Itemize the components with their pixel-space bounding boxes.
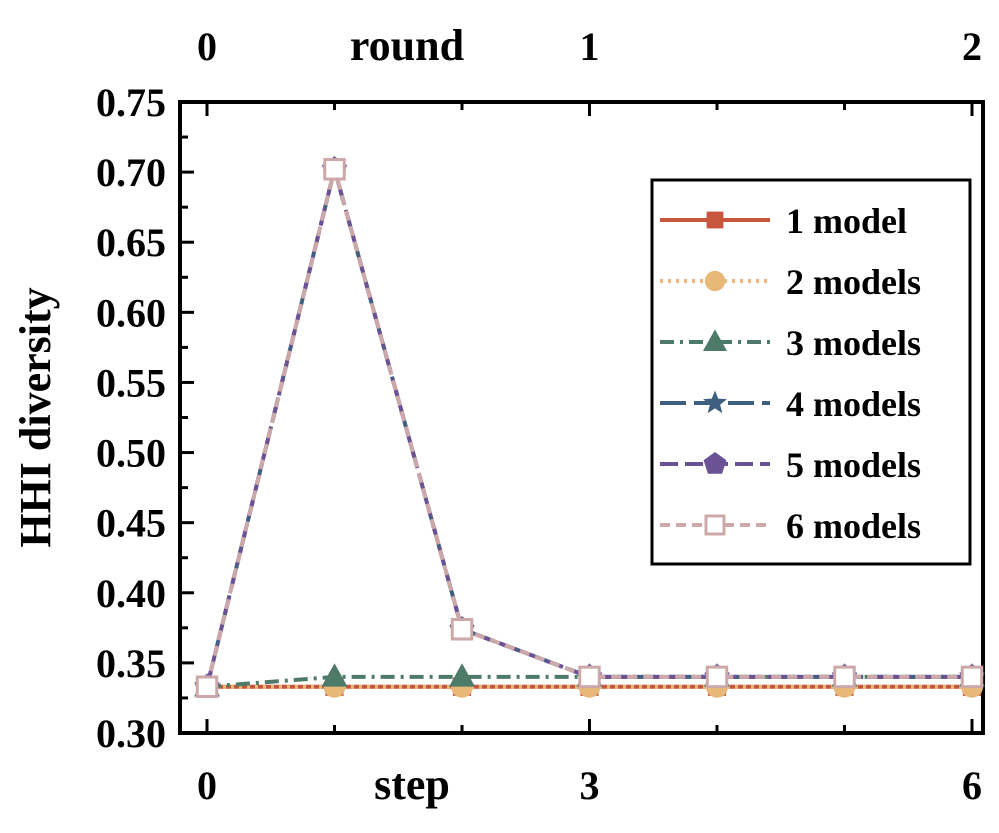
series-6 <box>195 158 984 698</box>
top-axis-label: round <box>350 21 464 70</box>
y-axis-label: HHI diversity <box>11 287 60 547</box>
legend-item: 2 models <box>660 262 921 302</box>
x-tick-label: 6 <box>962 763 982 808</box>
legend-label: 2 models <box>786 262 921 302</box>
data-point <box>705 665 729 689</box>
x-axis-label: step <box>374 760 450 809</box>
legend-box <box>650 178 972 566</box>
top-tick-label: 0 <box>197 24 217 69</box>
data-point <box>450 617 474 641</box>
legend-label: 1 model <box>786 201 907 241</box>
data-point <box>323 158 346 181</box>
y-tick-label: 0.40 <box>96 571 166 616</box>
legend-swatch-marker <box>703 452 727 474</box>
legend-item: 4 models <box>660 384 921 424</box>
top-tick-label: 1 <box>580 24 600 69</box>
x-tick-label: 3 <box>580 763 600 808</box>
legend-label: 3 models <box>786 323 921 363</box>
legend-item: 3 models <box>660 323 921 363</box>
legend-item: 5 models <box>660 445 921 485</box>
y-tick-label: 0.30 <box>96 711 166 756</box>
y-tick-label: 0.45 <box>96 501 166 546</box>
legend-swatch-marker <box>704 270 726 292</box>
data-point <box>321 663 348 687</box>
x-tick-label: 0 <box>197 763 217 808</box>
tick-labels: 0.30 0.35 0.40 0.45 0.50 0.55 0.60 0.65 0.70 0.75… <box>96 24 982 808</box>
data-point <box>195 675 219 698</box>
data-point <box>578 665 601 689</box>
legend-item: 6 models <box>660 506 921 546</box>
legend: 1 model 2 models 3 models 4 models 5 models 6… <box>650 178 972 566</box>
data-point <box>960 665 984 689</box>
legend-label: 4 models <box>786 384 921 424</box>
legend-item: 1 model <box>660 201 907 241</box>
y-tick-label: 0.60 <box>96 290 166 335</box>
y-tick-label: 0.70 <box>96 150 166 195</box>
data-point <box>449 663 475 687</box>
legend-swatch-marker <box>703 390 727 414</box>
legend-swatch-marker <box>706 211 724 229</box>
legend-label: 5 models <box>786 445 921 485</box>
series-layer <box>194 155 985 698</box>
legend-swatch-marker <box>703 329 727 351</box>
legend-swatch-marker <box>704 514 726 536</box>
axis-ticks <box>180 100 974 735</box>
y-tick-label: 0.65 <box>96 220 166 265</box>
legend-label: 6 models <box>786 506 921 546</box>
y-tick-label: 0.55 <box>96 360 166 405</box>
top-tick-label: 2 <box>962 24 982 69</box>
y-tick-label: 0.50 <box>96 431 166 476</box>
data-point <box>833 665 856 689</box>
y-tick-label: 0.75 <box>96 80 166 125</box>
y-tick-label: 0.35 <box>96 641 166 686</box>
